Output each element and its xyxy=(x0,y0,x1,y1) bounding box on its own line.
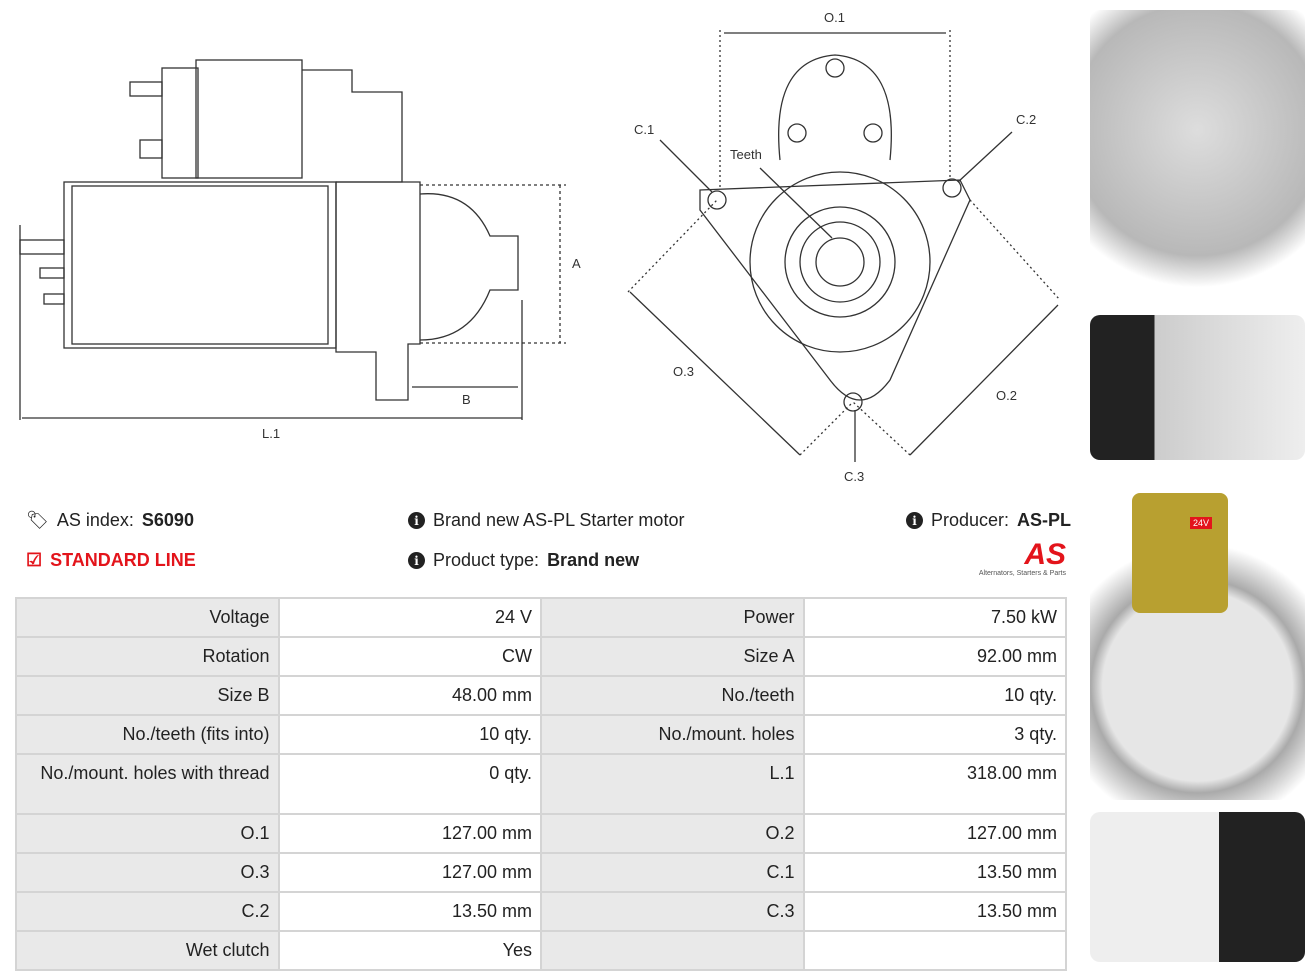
spec-label: L.1 xyxy=(541,755,803,813)
spec-value: 24 V xyxy=(279,599,540,636)
spec-label: Rotation xyxy=(17,638,278,675)
as-index-value: S6090 xyxy=(141,510,194,530)
spec-label: O.2 xyxy=(541,815,803,852)
technical-drawing: A B L.1 O.1 O.2 O.3 C.1 C.2 C.3 Teeth xyxy=(19,10,1061,484)
info-icon: i xyxy=(906,512,923,529)
checkbox-icon: ☑ xyxy=(26,550,43,570)
dim-o1-label: O.1 xyxy=(824,10,845,25)
dim-l1-label: L.1 xyxy=(262,426,280,441)
spec-label: C.2 xyxy=(17,893,278,930)
spec-value: 7.50 kW xyxy=(804,599,1065,636)
spec-value: 0 qty. xyxy=(279,755,540,813)
spec-value xyxy=(804,932,1065,969)
spec-value: 318.00 mm xyxy=(804,755,1065,813)
as-pl-logo: AS Alternators, Starters & Parts xyxy=(966,538,1066,578)
spec-label: No./mount. holes xyxy=(541,716,803,753)
spec-value: 13.50 mm xyxy=(804,893,1065,930)
spec-label: Voltage xyxy=(17,599,278,636)
dim-o2-label: O.2 xyxy=(996,388,1017,403)
as-index-label: AS index: xyxy=(56,510,134,530)
spec-value: 127.00 mm xyxy=(279,854,540,891)
spec-value: 48.00 mm xyxy=(279,677,540,714)
dim-b-label: B xyxy=(462,392,471,407)
product-type-value: Brand new xyxy=(547,550,640,570)
side-view-drawing: A B L.1 xyxy=(19,59,581,441)
info-icon: i xyxy=(408,512,425,529)
dim-c2-label: C.2 xyxy=(1016,112,1036,127)
spec-value: 127.00 mm xyxy=(804,815,1065,852)
product-type-label: Product type: xyxy=(433,550,540,570)
product-type: i Product type: Brand new xyxy=(408,550,639,571)
spec-label: No./teeth xyxy=(541,677,803,714)
spec-label: O.1 xyxy=(17,815,278,852)
dim-c3-label: C.3 xyxy=(844,469,864,484)
spec-value: 10 qty. xyxy=(279,716,540,753)
spec-value: CW xyxy=(279,638,540,675)
producer: i Producer: AS-PL xyxy=(906,510,1071,531)
spec-label: Size A xyxy=(541,638,803,675)
spec-value: 13.50 mm xyxy=(279,893,540,930)
tags-icon: 🏷 xyxy=(26,510,49,530)
description: i Brand new AS-PL Starter motor xyxy=(408,510,684,531)
spec-label: Wet clutch xyxy=(17,932,278,969)
info-icon: i xyxy=(408,552,425,569)
producer-label: Producer: xyxy=(931,510,1010,530)
producer-value: AS-PL xyxy=(1017,510,1072,530)
voltage-badge: 24V xyxy=(1190,517,1213,529)
teeth-label: Teeth xyxy=(730,147,762,162)
spec-value: 127.00 mm xyxy=(279,815,540,852)
logo-text: AS xyxy=(1024,538,1066,571)
spec-value: Yes xyxy=(279,932,540,969)
logo-tagline: Alternators, Starters & Parts xyxy=(978,570,1066,577)
spec-value: 10 qty. xyxy=(804,677,1065,714)
as-index: 🏷 AS index: S6090 xyxy=(26,510,194,531)
spec-label: C.1 xyxy=(541,854,803,891)
standard-line-badge: ☑ STANDARD LINE xyxy=(26,550,196,571)
spec-label: C.3 xyxy=(541,893,803,930)
spec-label xyxy=(541,932,803,969)
spec-label: Size B xyxy=(17,677,278,714)
table-row: No./teeth (fits into)10 qty.No./mount. h… xyxy=(17,716,1065,753)
spec-value: 13.50 mm xyxy=(804,854,1065,891)
standard-line-label: STANDARD LINE xyxy=(50,550,196,570)
spec-value: 3 qty. xyxy=(804,716,1065,753)
product-photo-side xyxy=(1090,315,1305,460)
front-view-drawing: O.1 O.2 O.3 C.1 C.2 C.3 Teeth xyxy=(627,10,1061,484)
spec-label: No./teeth (fits into) xyxy=(17,716,278,753)
spec-label: Power xyxy=(541,599,803,636)
dim-a-label: A xyxy=(572,256,581,271)
spec-label: O.3 xyxy=(17,854,278,891)
spec-label: No./mount. holes with thread xyxy=(17,755,278,813)
spec-value: 92.00 mm xyxy=(804,638,1065,675)
product-photo-rear: 24V xyxy=(1090,475,1305,800)
dim-c1-label: C.1 xyxy=(634,122,654,137)
dim-o3-label: O.3 xyxy=(673,364,694,379)
product-photo-front xyxy=(1090,10,1305,310)
product-photo-side-2 xyxy=(1090,812,1305,962)
description-text: Brand new AS-PL Starter motor xyxy=(433,510,685,530)
